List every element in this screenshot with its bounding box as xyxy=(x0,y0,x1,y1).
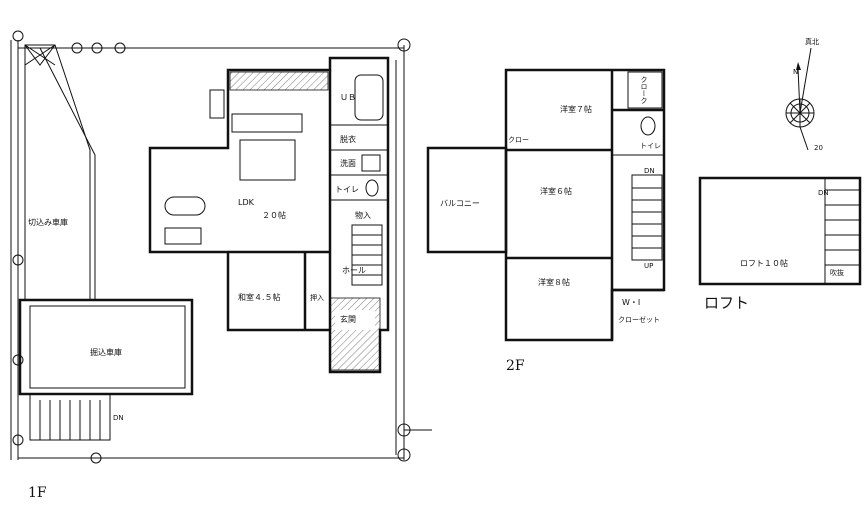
room-label-yoshitsu6: 洋室６帖 xyxy=(540,186,572,196)
room-label-fukinuke: 吹抜 xyxy=(830,268,844,277)
room-label-datsui: 脱衣 xyxy=(340,134,356,144)
room-label-toilet-2f: トイレ xyxy=(640,142,661,150)
room-label-genkan: 玄関 xyxy=(340,314,356,324)
compass-true-north: 真北 xyxy=(805,37,819,46)
room-label-oshiire: 押入 xyxy=(310,293,324,302)
room-label-yoshitsu7: 洋室７帖 xyxy=(560,104,592,114)
garage-stairs: DN xyxy=(29,394,124,441)
room-label-hall: ホール xyxy=(342,266,366,275)
second-floor-plan: クローク 洋室７帖 クロー トイレ バルコニー 洋室６帖 洋室８帖 DN UP … xyxy=(426,68,666,374)
room-label-storage: 物入 xyxy=(355,210,371,220)
compass-n: N xyxy=(793,68,798,76)
room-label-senmen: 洗面 xyxy=(340,158,356,168)
loft-plan: DN ロフト１０帖 吹抜 ロフト xyxy=(698,176,862,312)
room-label-garage-built: 掘込車庫 xyxy=(90,347,122,357)
dn-label-loft: DN xyxy=(818,189,829,197)
stairs-2f: DN UP xyxy=(631,167,663,270)
dn-label-2f: DN xyxy=(644,167,655,175)
dn-label-1f: DN xyxy=(113,414,124,422)
compass-angle: 20 xyxy=(814,144,823,152)
room-label-ldk: LDK xyxy=(238,198,255,207)
floor-label-loft: ロフト xyxy=(704,294,749,312)
room-label-wic-closet: クローゼット xyxy=(618,315,660,324)
room-label-closet2-2f: クロー xyxy=(508,136,529,144)
room-label-toilet-1f: トイレ xyxy=(335,185,359,194)
up-label-2f: UP xyxy=(644,262,653,270)
room-label-washitsu: 和室４.５帖 xyxy=(238,292,281,302)
room-label-wic: W・I xyxy=(622,298,640,307)
floor-label-2f: 2F xyxy=(506,358,525,374)
first-floor-plan: 切込み車庫 掘込車庫 DN LDK ２０帖 xyxy=(10,30,432,501)
compass-icon: 真北 N 20 xyxy=(785,37,823,152)
stairs-1f xyxy=(351,224,383,286)
room-label-yoshitsu8: 洋室８帖 xyxy=(538,277,570,287)
room-label-balcony: バルコニー xyxy=(440,199,480,208)
room-label-garage-cut: 切込み車庫 xyxy=(28,217,68,227)
room-label-ldk-size: ２０帖 xyxy=(262,210,286,220)
room-label-ub: ＵＢ xyxy=(340,93,356,102)
room-label-loft: ロフト１０帖 xyxy=(740,258,788,268)
floor-label-1f: 1F xyxy=(28,485,47,501)
room-label-closet-2f: クローク xyxy=(640,76,648,104)
